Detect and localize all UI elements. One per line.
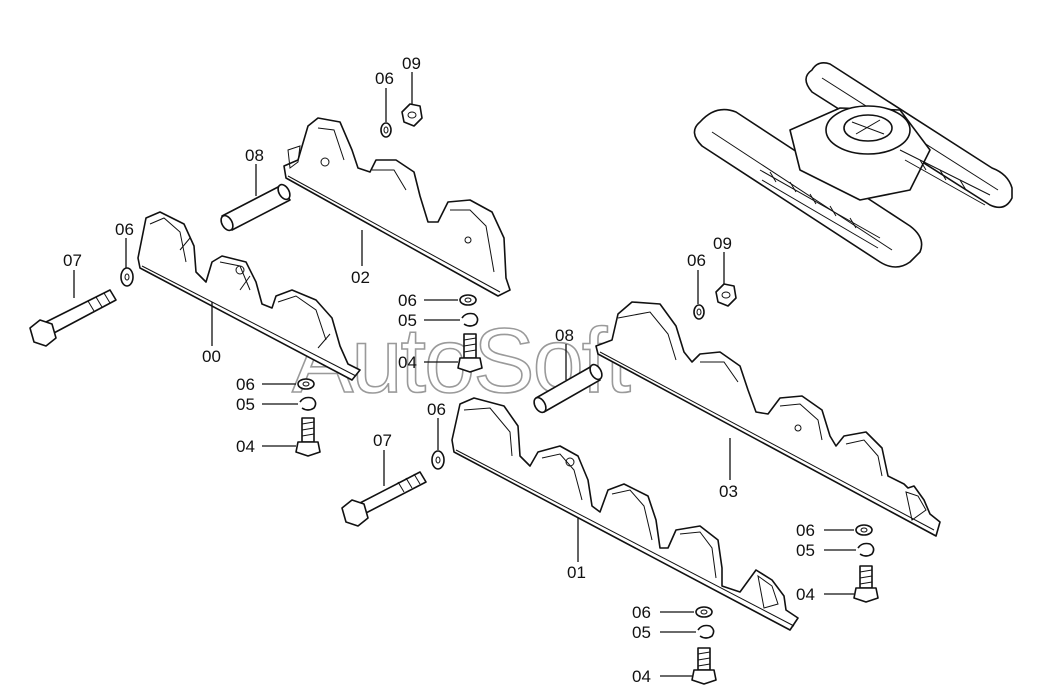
callout-07-right: 07 — [373, 431, 392, 450]
callout-05-mid-top: 05 — [398, 311, 417, 330]
callout-05-right-low: 05 — [796, 541, 815, 560]
long-bolt-07-left — [29, 289, 117, 347]
bolts-04 — [295, 333, 879, 685]
track-guard-00 — [137, 211, 361, 381]
callout-04-mid-top: 04 — [398, 353, 417, 372]
washers-06 — [120, 122, 873, 618]
callout-06-upper-nut: 06 — [375, 69, 394, 88]
callout-02: 02 — [351, 268, 370, 287]
callout-00: 00 — [202, 347, 221, 366]
nut-09-upper — [401, 103, 423, 127]
callout-04-left-low: 04 — [236, 437, 255, 456]
track-guard-02 — [283, 117, 511, 297]
callout-01: 01 — [567, 563, 586, 582]
callout-06-right-low: 06 — [796, 521, 815, 540]
callout-06-left-low: 06 — [236, 375, 255, 394]
callout-04-right-low: 04 — [796, 585, 815, 604]
callout-04-bottom: 04 — [632, 667, 651, 686]
callout-06-right-bolt: 06 — [427, 400, 446, 419]
callout-06-bottom: 06 — [632, 603, 651, 622]
pin-08-lower — [533, 363, 603, 414]
callout-08-upper: 08 — [245, 146, 264, 165]
long-bolt-07-right — [341, 471, 427, 527]
lock-washers-05 — [299, 312, 875, 639]
callout-07-left: 07 — [63, 251, 82, 270]
pin-08-upper — [220, 183, 291, 232]
callout-06-left-bolt: 06 — [115, 220, 134, 239]
callout-06-lower-nut: 06 — [687, 251, 706, 270]
callout-03: 03 — [719, 482, 738, 501]
callout-08-lower: 08 — [555, 326, 574, 345]
leader-lines — [73, 72, 856, 677]
track-guard-03 — [595, 301, 941, 537]
callout-06-mid-top: 06 — [398, 291, 417, 310]
callout-05-bottom: 05 — [632, 623, 651, 642]
track-guard-01 — [451, 397, 799, 631]
nut-09-lower — [715, 283, 737, 307]
callout-09-lower: 09 — [713, 234, 732, 253]
callout-labels: 09 06 08 06 07 02 00 06 05 04 06 05 04 0… — [63, 54, 815, 686]
callout-05-left-low: 05 — [236, 395, 255, 414]
callout-09-upper: 09 — [402, 54, 421, 73]
undercarriage-overview — [693, 62, 1013, 268]
